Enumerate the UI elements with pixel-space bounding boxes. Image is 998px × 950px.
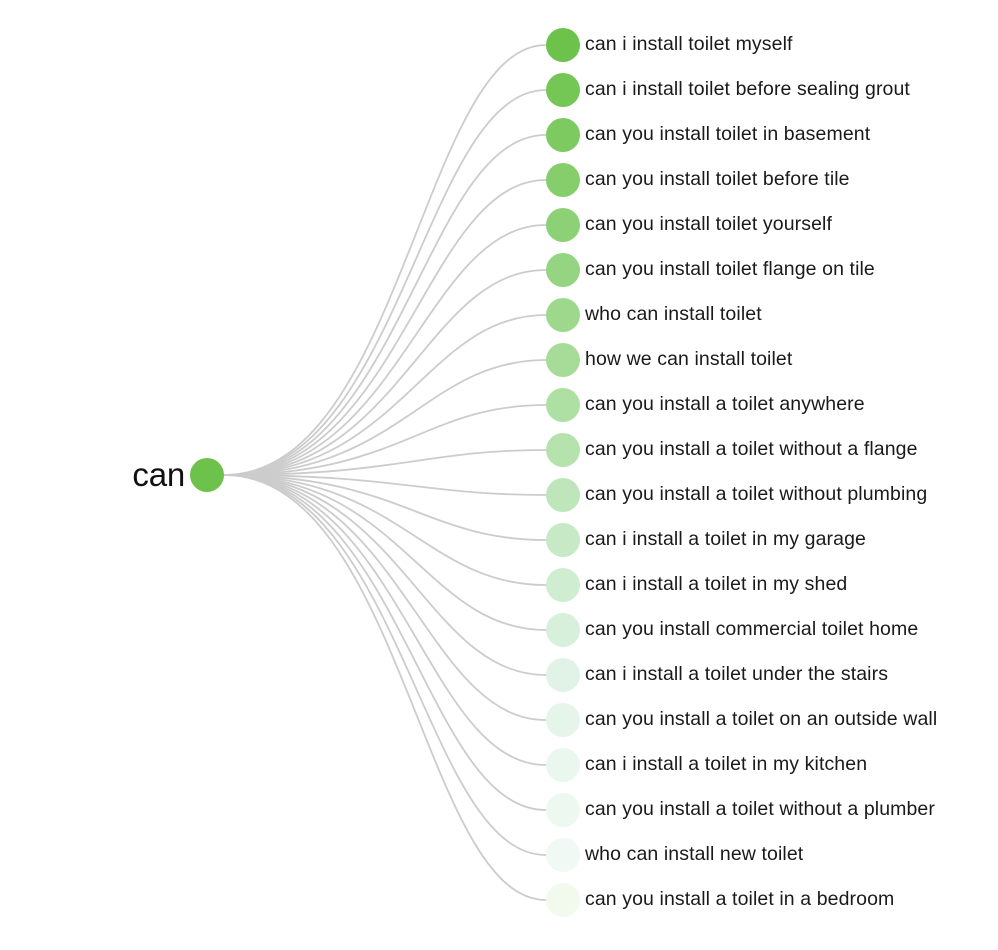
tree-node-label: how we can install toilet bbox=[585, 348, 793, 370]
tree-node[interactable] bbox=[546, 658, 580, 692]
tree-node[interactable] bbox=[546, 253, 580, 287]
tree-node[interactable] bbox=[546, 118, 580, 152]
tree-node[interactable] bbox=[546, 523, 580, 557]
tree-node-label: can you install a toilet without a plumb… bbox=[585, 798, 935, 820]
tree-node[interactable] bbox=[546, 163, 580, 197]
tree-node-label: can i install toilet myself bbox=[585, 33, 793, 55]
tree-node[interactable] bbox=[546, 613, 580, 647]
tree-node[interactable] bbox=[546, 793, 580, 827]
tree-node[interactable] bbox=[546, 343, 580, 377]
tree-node[interactable] bbox=[546, 73, 580, 107]
tree-node[interactable] bbox=[546, 298, 580, 332]
tree-node[interactable] bbox=[546, 433, 580, 467]
tree-node-label: can you install toilet before tile bbox=[585, 168, 850, 190]
tree-node-label: can you install a toilet without plumbin… bbox=[585, 483, 928, 505]
tree-node[interactable] bbox=[546, 883, 580, 917]
tree-node[interactable] bbox=[546, 703, 580, 737]
tree-node-label: can you install a toilet in a bedroom bbox=[585, 888, 895, 910]
tree-node-label: who can install toilet bbox=[585, 303, 762, 325]
tree-node-label: can you install a toilet anywhere bbox=[585, 393, 865, 415]
tree-node[interactable] bbox=[546, 748, 580, 782]
tree-node[interactable] bbox=[546, 208, 580, 242]
tree-node-label: can i install toilet before sealing grou… bbox=[585, 78, 910, 100]
tree-node-label: can you install commercial toilet home bbox=[585, 618, 919, 640]
tree-node-label: can i install a toilet in my garage bbox=[585, 528, 866, 550]
tree-node[interactable] bbox=[546, 838, 580, 872]
root-node-label: can bbox=[132, 456, 185, 493]
tree-node-label: can you install toilet flange on tile bbox=[585, 258, 875, 280]
tree-node[interactable] bbox=[546, 28, 580, 62]
tree-node-label: can i install a toilet in my kitchen bbox=[585, 753, 868, 775]
tree-node-label: can i install a toilet under the stairs bbox=[585, 663, 889, 685]
tree-node-label: can you install a toilet on an outside w… bbox=[585, 708, 938, 730]
tree-node-label: can i install a toilet in my shed bbox=[585, 573, 848, 595]
tree-node[interactable] bbox=[546, 568, 580, 602]
tree-node-label: can you install toilet in basement bbox=[585, 123, 871, 145]
tree-node[interactable] bbox=[546, 388, 580, 422]
tree-node[interactable] bbox=[546, 478, 580, 512]
tree-node-label: can you install toilet yourself bbox=[585, 213, 832, 235]
tree-node-label: can you install a toilet without a flang… bbox=[585, 438, 918, 460]
tree-node-label: who can install new toilet bbox=[585, 843, 804, 865]
root-node[interactable] bbox=[190, 458, 224, 492]
